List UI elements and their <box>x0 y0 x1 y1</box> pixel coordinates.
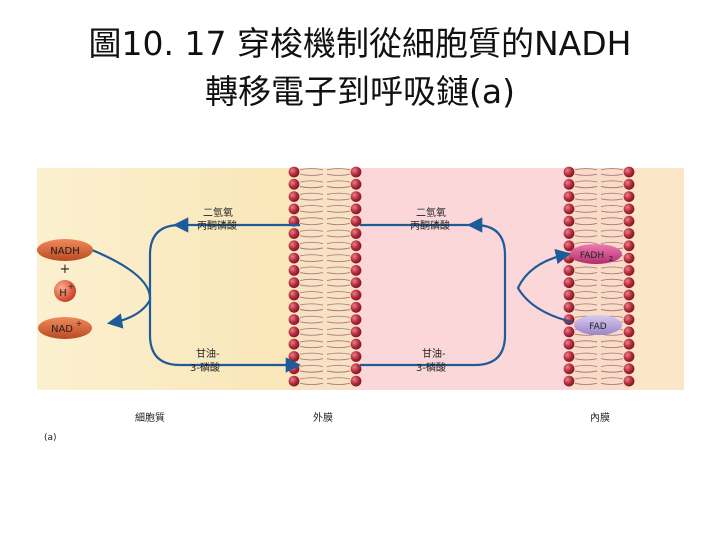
lipid-head <box>624 351 635 362</box>
lipid-head <box>624 204 635 215</box>
lipid-head <box>624 265 635 276</box>
lipid-head <box>289 327 300 338</box>
nadh-molecule: NADH <box>37 239 93 261</box>
lipid-head <box>624 302 635 313</box>
lipid-head <box>351 204 362 215</box>
lipid-head <box>624 363 635 374</box>
lipid-head <box>564 363 575 374</box>
h-plus-ion: H + <box>54 280 76 302</box>
lipid-head <box>564 216 575 227</box>
outer-membrane-label: 外膜 <box>313 412 333 424</box>
lipid-head <box>624 216 635 227</box>
lipid-head <box>351 302 362 313</box>
svg-text:+: + <box>76 319 83 328</box>
svg-text:2: 2 <box>609 255 613 263</box>
lipid-head <box>289 290 300 301</box>
outer-membrane-region <box>293 168 358 390</box>
lipid-head <box>624 339 635 350</box>
lipid-head <box>564 277 575 288</box>
panel-label: (a) <box>44 433 57 443</box>
lipid-head <box>564 228 575 239</box>
lipid-head <box>351 339 362 350</box>
cytoplasm-region <box>37 168 293 390</box>
svg-text:NAD: NAD <box>51 324 73 335</box>
lipid-head <box>351 327 362 338</box>
lipid-head <box>564 179 575 190</box>
lipid-head <box>564 376 575 387</box>
intermembrane-space <box>358 168 568 390</box>
svg-text:H: H <box>59 288 67 299</box>
lipid-head <box>289 228 300 239</box>
lipid-head <box>289 179 300 190</box>
lipid-head <box>624 191 635 202</box>
lipid-head <box>351 179 362 190</box>
nad-plus-molecule: NAD + <box>38 317 92 339</box>
svg-text:+: + <box>68 282 75 291</box>
lipid-head <box>289 191 300 202</box>
lipid-head <box>289 253 300 264</box>
lipid-head <box>289 302 300 313</box>
lipid-head <box>624 179 635 190</box>
lipid-head <box>564 204 575 215</box>
matrix-region <box>630 168 684 390</box>
lipid-head <box>289 277 300 288</box>
left-dhap-label-1: 二氫氧 <box>203 206 233 219</box>
lipid-head <box>351 290 362 301</box>
lipid-head <box>351 277 362 288</box>
svg-text:FAD: FAD <box>589 322 607 332</box>
lipid-head <box>564 327 575 338</box>
lipid-head <box>351 228 362 239</box>
lipid-head <box>289 339 300 350</box>
svg-text:NADH: NADH <box>50 246 80 257</box>
lipid-head <box>351 351 362 362</box>
lipid-head <box>624 290 635 301</box>
left-dhap-label-2: 丙酮磷酸 <box>197 219 237 232</box>
lipid-head <box>351 167 362 178</box>
lipid-head <box>624 327 635 338</box>
lipid-head <box>564 265 575 276</box>
lipid-head <box>351 240 362 251</box>
lipid-head <box>289 240 300 251</box>
right-g3p-label-1: 甘油- <box>422 347 446 360</box>
svg-text:FADH: FADH <box>580 251 604 261</box>
lipid-head <box>624 253 635 264</box>
plus-sign: + <box>60 262 71 277</box>
lipid-head <box>351 314 362 325</box>
lipid-head <box>564 302 575 313</box>
lipid-head <box>624 376 635 387</box>
lipid-head <box>351 376 362 387</box>
fadh2-molecule: FADH 2 <box>570 244 622 264</box>
inner-membrane-region <box>568 168 630 390</box>
lipid-head <box>351 191 362 202</box>
lipid-head <box>289 167 300 178</box>
lipid-head <box>624 167 635 178</box>
lipid-head <box>624 277 635 288</box>
lipid-head <box>564 167 575 178</box>
lipid-head <box>351 265 362 276</box>
lipid-head <box>289 314 300 325</box>
cytoplasm-label: 細胞質 <box>135 411 165 424</box>
right-dhap-label-1: 二氫氧 <box>416 206 446 219</box>
fad-molecule: FAD <box>574 315 622 335</box>
right-dhap-label-2: 丙酮磷酸 <box>410 219 450 232</box>
lipid-head <box>564 351 575 362</box>
lipid-head <box>564 290 575 301</box>
right-g3p-label-2: 3-磷酸 <box>416 361 446 374</box>
lipid-head <box>564 339 575 350</box>
lipid-head <box>351 253 362 264</box>
lipid-head <box>624 228 635 239</box>
lipid-head <box>289 265 300 276</box>
lipid-head <box>351 363 362 374</box>
left-g3p-label-2: 3-磷酸 <box>190 361 220 374</box>
left-g3p-label-1: 甘油- <box>196 347 220 360</box>
lipid-head <box>624 240 635 251</box>
lipid-head <box>289 376 300 387</box>
lipid-head <box>289 204 300 215</box>
lipid-head <box>289 351 300 362</box>
lipid-head <box>624 314 635 325</box>
lipid-head <box>564 191 575 202</box>
lipid-head <box>351 216 362 227</box>
inner-membrane-label: 內膜 <box>590 412 610 424</box>
